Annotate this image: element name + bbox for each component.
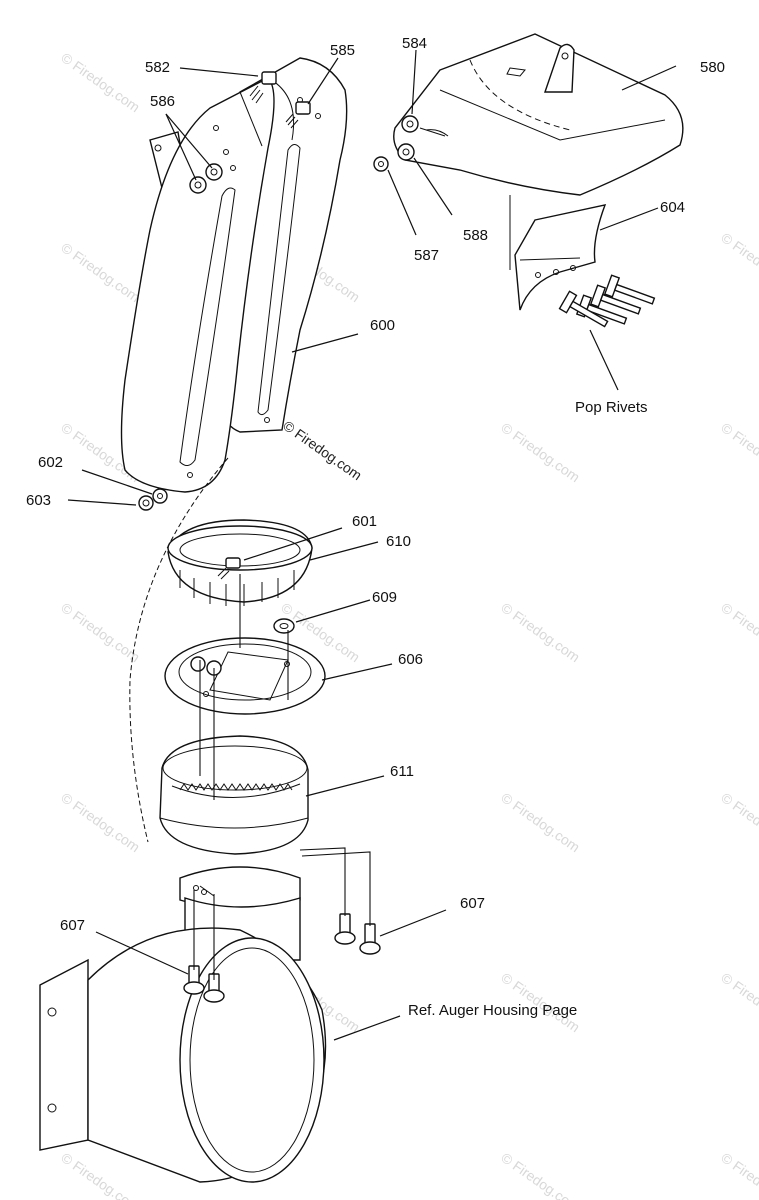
deflector-hardware bbox=[373, 115, 449, 172]
watermark-center: © Firedog.com bbox=[280, 417, 365, 483]
watermark: © Firedog.com bbox=[498, 599, 583, 665]
upper-chute-600 bbox=[120, 57, 348, 493]
watermark: © Firedog.com bbox=[498, 1149, 583, 1200]
label-584: 584 bbox=[402, 35, 427, 52]
watermark: © Firedog.com bbox=[718, 229, 759, 295]
swivel-ring-610 bbox=[167, 519, 313, 606]
watermark: © Firedog.com bbox=[718, 789, 759, 855]
label-586: 586 bbox=[150, 93, 175, 110]
screws-607 bbox=[183, 913, 381, 1003]
watermark: © Firedog.com bbox=[58, 599, 143, 665]
label-582: 582 bbox=[145, 59, 170, 76]
watermark: © Firedog.com bbox=[498, 419, 583, 485]
label-610: 610 bbox=[386, 533, 411, 550]
label-606: 606 bbox=[398, 651, 423, 668]
label-ref-auger-housing: Ref. Auger Housing Page bbox=[408, 1002, 577, 1019]
callout-labels: 582 585 586 584 580 587 588 604 Pop Rive… bbox=[26, 35, 725, 1019]
label-609: 609 bbox=[372, 589, 397, 606]
watermark: © Firedog.com bbox=[718, 599, 759, 665]
label-607-left: 607 bbox=[60, 917, 85, 934]
ring-gear-611 bbox=[159, 735, 309, 855]
pop-rivets bbox=[558, 274, 656, 328]
label-607-right: 607 bbox=[460, 895, 485, 912]
plate-606 bbox=[164, 637, 326, 715]
watermark: © Firedog.com bbox=[498, 789, 583, 855]
label-602: 602 bbox=[38, 454, 63, 471]
watermark: © Firedog.com bbox=[718, 969, 759, 1035]
label-585: 585 bbox=[330, 42, 355, 59]
watermark: © Firedog.com bbox=[58, 1149, 143, 1200]
label-604: 604 bbox=[660, 199, 685, 216]
watermark: © Firedog.com bbox=[718, 419, 759, 485]
label-580: 580 bbox=[700, 59, 725, 76]
watermark: © Firedog.com bbox=[58, 789, 143, 855]
watermark: © Firedog.com bbox=[58, 49, 143, 115]
assembly-guide-lines bbox=[129, 457, 371, 980]
chute-hardware bbox=[138, 71, 311, 511]
label-603: 603 bbox=[26, 492, 51, 509]
label-600: 600 bbox=[370, 317, 395, 334]
lower-spout bbox=[39, 866, 327, 1183]
watermark: © Firedog.com bbox=[718, 1149, 759, 1200]
nut-609 bbox=[273, 618, 295, 634]
label-588: 588 bbox=[463, 227, 488, 244]
watermark: © Firedog.com bbox=[58, 239, 143, 305]
label-611: 611 bbox=[390, 763, 414, 780]
label-587: 587 bbox=[414, 247, 439, 264]
label-601: 601 bbox=[352, 513, 377, 530]
deflector-580 bbox=[393, 33, 684, 311]
leader-lines bbox=[67, 49, 677, 1041]
label-pop-rivets: Pop Rivets bbox=[575, 399, 648, 416]
